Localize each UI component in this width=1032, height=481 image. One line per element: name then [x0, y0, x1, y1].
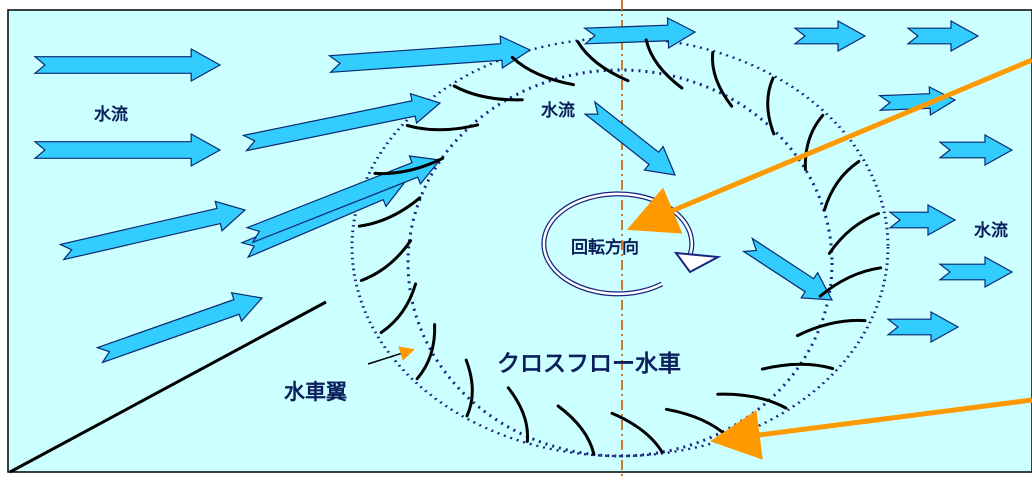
orange-pointer-upper — [626, 57, 1032, 234]
water-flow-arrow — [583, 100, 676, 176]
turbine-blade — [357, 196, 422, 228]
water-flow-arrow — [95, 292, 264, 364]
turbine-blade — [644, 38, 684, 90]
turbine-blade — [464, 358, 474, 418]
water-flow-arrow — [245, 155, 442, 244]
turbine-blade — [405, 123, 480, 132]
turbine-blade — [822, 160, 861, 212]
water-flow-arrow — [793, 19, 867, 53]
inner-dotted-circle — [406, 68, 834, 458]
water-channel-background — [7, 9, 1032, 473]
water-flow-arrow — [938, 133, 1014, 167]
water-flow-arrow — [582, 17, 697, 50]
turbine-blade — [760, 362, 835, 371]
turbine-blade — [379, 282, 418, 334]
water-flow-arrow — [33, 47, 222, 83]
turbine-blade — [716, 392, 788, 410]
water-flow-arrow — [906, 19, 980, 53]
turbine-name-label: クロスフロー水車 — [497, 351, 681, 377]
turbine-blade — [415, 323, 437, 381]
water-flow-arrow — [938, 255, 1014, 289]
turbine-blade — [576, 40, 630, 83]
outer-dotted-circle — [350, 36, 890, 458]
turbine-blade — [556, 404, 596, 456]
water-flow-label-left: 水流 — [94, 105, 128, 125]
water-flow-arrow — [241, 92, 442, 152]
water-flow-arrow — [888, 203, 957, 237]
water-flow-arrow — [33, 132, 222, 168]
water-flow-arrows — [33, 17, 1014, 364]
water-flow-arrow — [886, 310, 960, 344]
turbine-blade — [452, 84, 524, 102]
orange-pointer-lower — [710, 397, 1032, 460]
turbine-blade — [510, 55, 575, 87]
turbine-blade — [373, 156, 445, 176]
turbine-blade — [818, 266, 883, 298]
turbine-blade — [827, 212, 881, 255]
blade-label: 水車翼 — [284, 380, 347, 404]
turbine-blade — [803, 113, 825, 171]
turbine-blade — [766, 76, 776, 136]
turbine-blade — [506, 386, 530, 443]
channel-floor-line — [9, 300, 327, 474]
water-flow-arrow — [741, 237, 834, 301]
turbine-blades — [357, 38, 883, 456]
water-flow-label-inner: 水流 — [541, 101, 575, 121]
blade-pointer-arrow — [367, 346, 415, 365]
water-flow-label-right: 水流 — [974, 221, 1008, 241]
water-flow-arrow — [58, 200, 247, 261]
turbine-blade — [610, 411, 664, 454]
rotation-direction-label: 回転方向 — [571, 238, 639, 258]
water-flow-arrow — [327, 35, 532, 74]
turbine-blade — [710, 51, 734, 108]
turbine-blade — [359, 239, 413, 282]
turbine-blade — [795, 318, 867, 338]
water-flow-arrow — [877, 86, 957, 117]
